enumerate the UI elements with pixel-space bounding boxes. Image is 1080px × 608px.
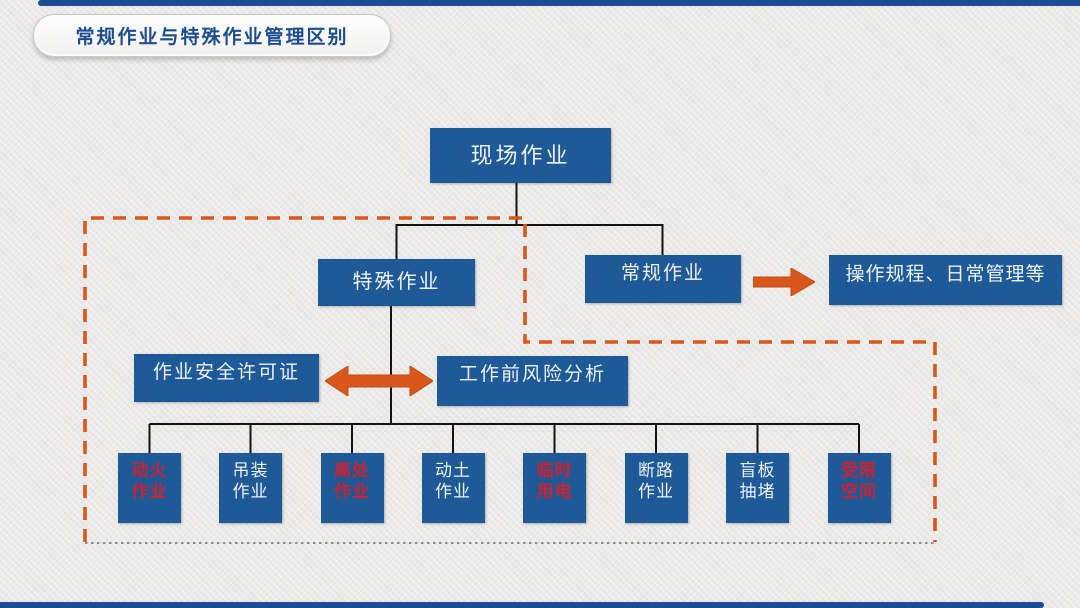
node-pre-work-risk-analysis: 工作前风险分析 <box>437 356 628 406</box>
node-work-safety-permit: 作业安全许可证 <box>134 354 319 402</box>
right-arrow-icon <box>753 268 815 296</box>
job-box-temporary-power: 临时 用电 <box>523 453 586 523</box>
node-site-work: 现场作业 <box>430 128 611 183</box>
job-label-line1: 高处 <box>334 461 370 480</box>
job-box-confined-space: 受限 空间 <box>827 453 891 523</box>
top-accent-bar <box>38 0 1080 6</box>
job-label-line2: 抽堵 <box>739 482 776 501</box>
job-box-earth-moving: 动土 作业 <box>421 453 485 523</box>
job-label-line2: 作业 <box>435 482 471 501</box>
job-box-circuit-breaking: 断路 作业 <box>624 453 688 523</box>
title-pill: 常规作业与特殊作业管理区别 <box>33 14 391 57</box>
job-label-line2: 作业 <box>131 482 168 501</box>
job-label-line1: 动土 <box>435 461 471 480</box>
job-label-line1: 吊装 <box>232 461 269 480</box>
job-label-line1: 受限 <box>841 461 877 480</box>
special-zone-dashed-border <box>83 216 937 542</box>
job-label-line1: 动火 <box>131 461 168 480</box>
connector-row-drops <box>148 424 860 453</box>
node-special-work: 特殊作业 <box>318 259 475 306</box>
job-label-line1: 盲板 <box>739 461 776 480</box>
job-box-blind-plate: 盲板 抽堵 <box>726 453 789 523</box>
node-regular-management: 操作规程、日常管理等 <box>829 255 1062 305</box>
job-box-lifting: 吊装 作业 <box>219 453 282 523</box>
job-label-line2: 作业 <box>334 482 370 501</box>
double-arrow-icon <box>325 366 433 396</box>
job-label-line1: 断路 <box>638 461 674 480</box>
job-label-line2: 作业 <box>638 482 674 501</box>
slide-title: 常规作业与特殊作业管理区别 <box>75 27 349 48</box>
job-label-line1: 临时 <box>536 461 573 480</box>
job-label-line2: 用电 <box>536 482 573 501</box>
job-box-work-at-height: 高处 作业 <box>320 453 384 523</box>
job-label-line2: 空间 <box>841 482 877 501</box>
job-box-hot-work: 动火 作业 <box>118 453 181 523</box>
job-label-line2: 作业 <box>232 482 269 501</box>
node-regular-work: 常规作业 <box>585 255 741 303</box>
bottom-accent-bar <box>0 602 1044 608</box>
